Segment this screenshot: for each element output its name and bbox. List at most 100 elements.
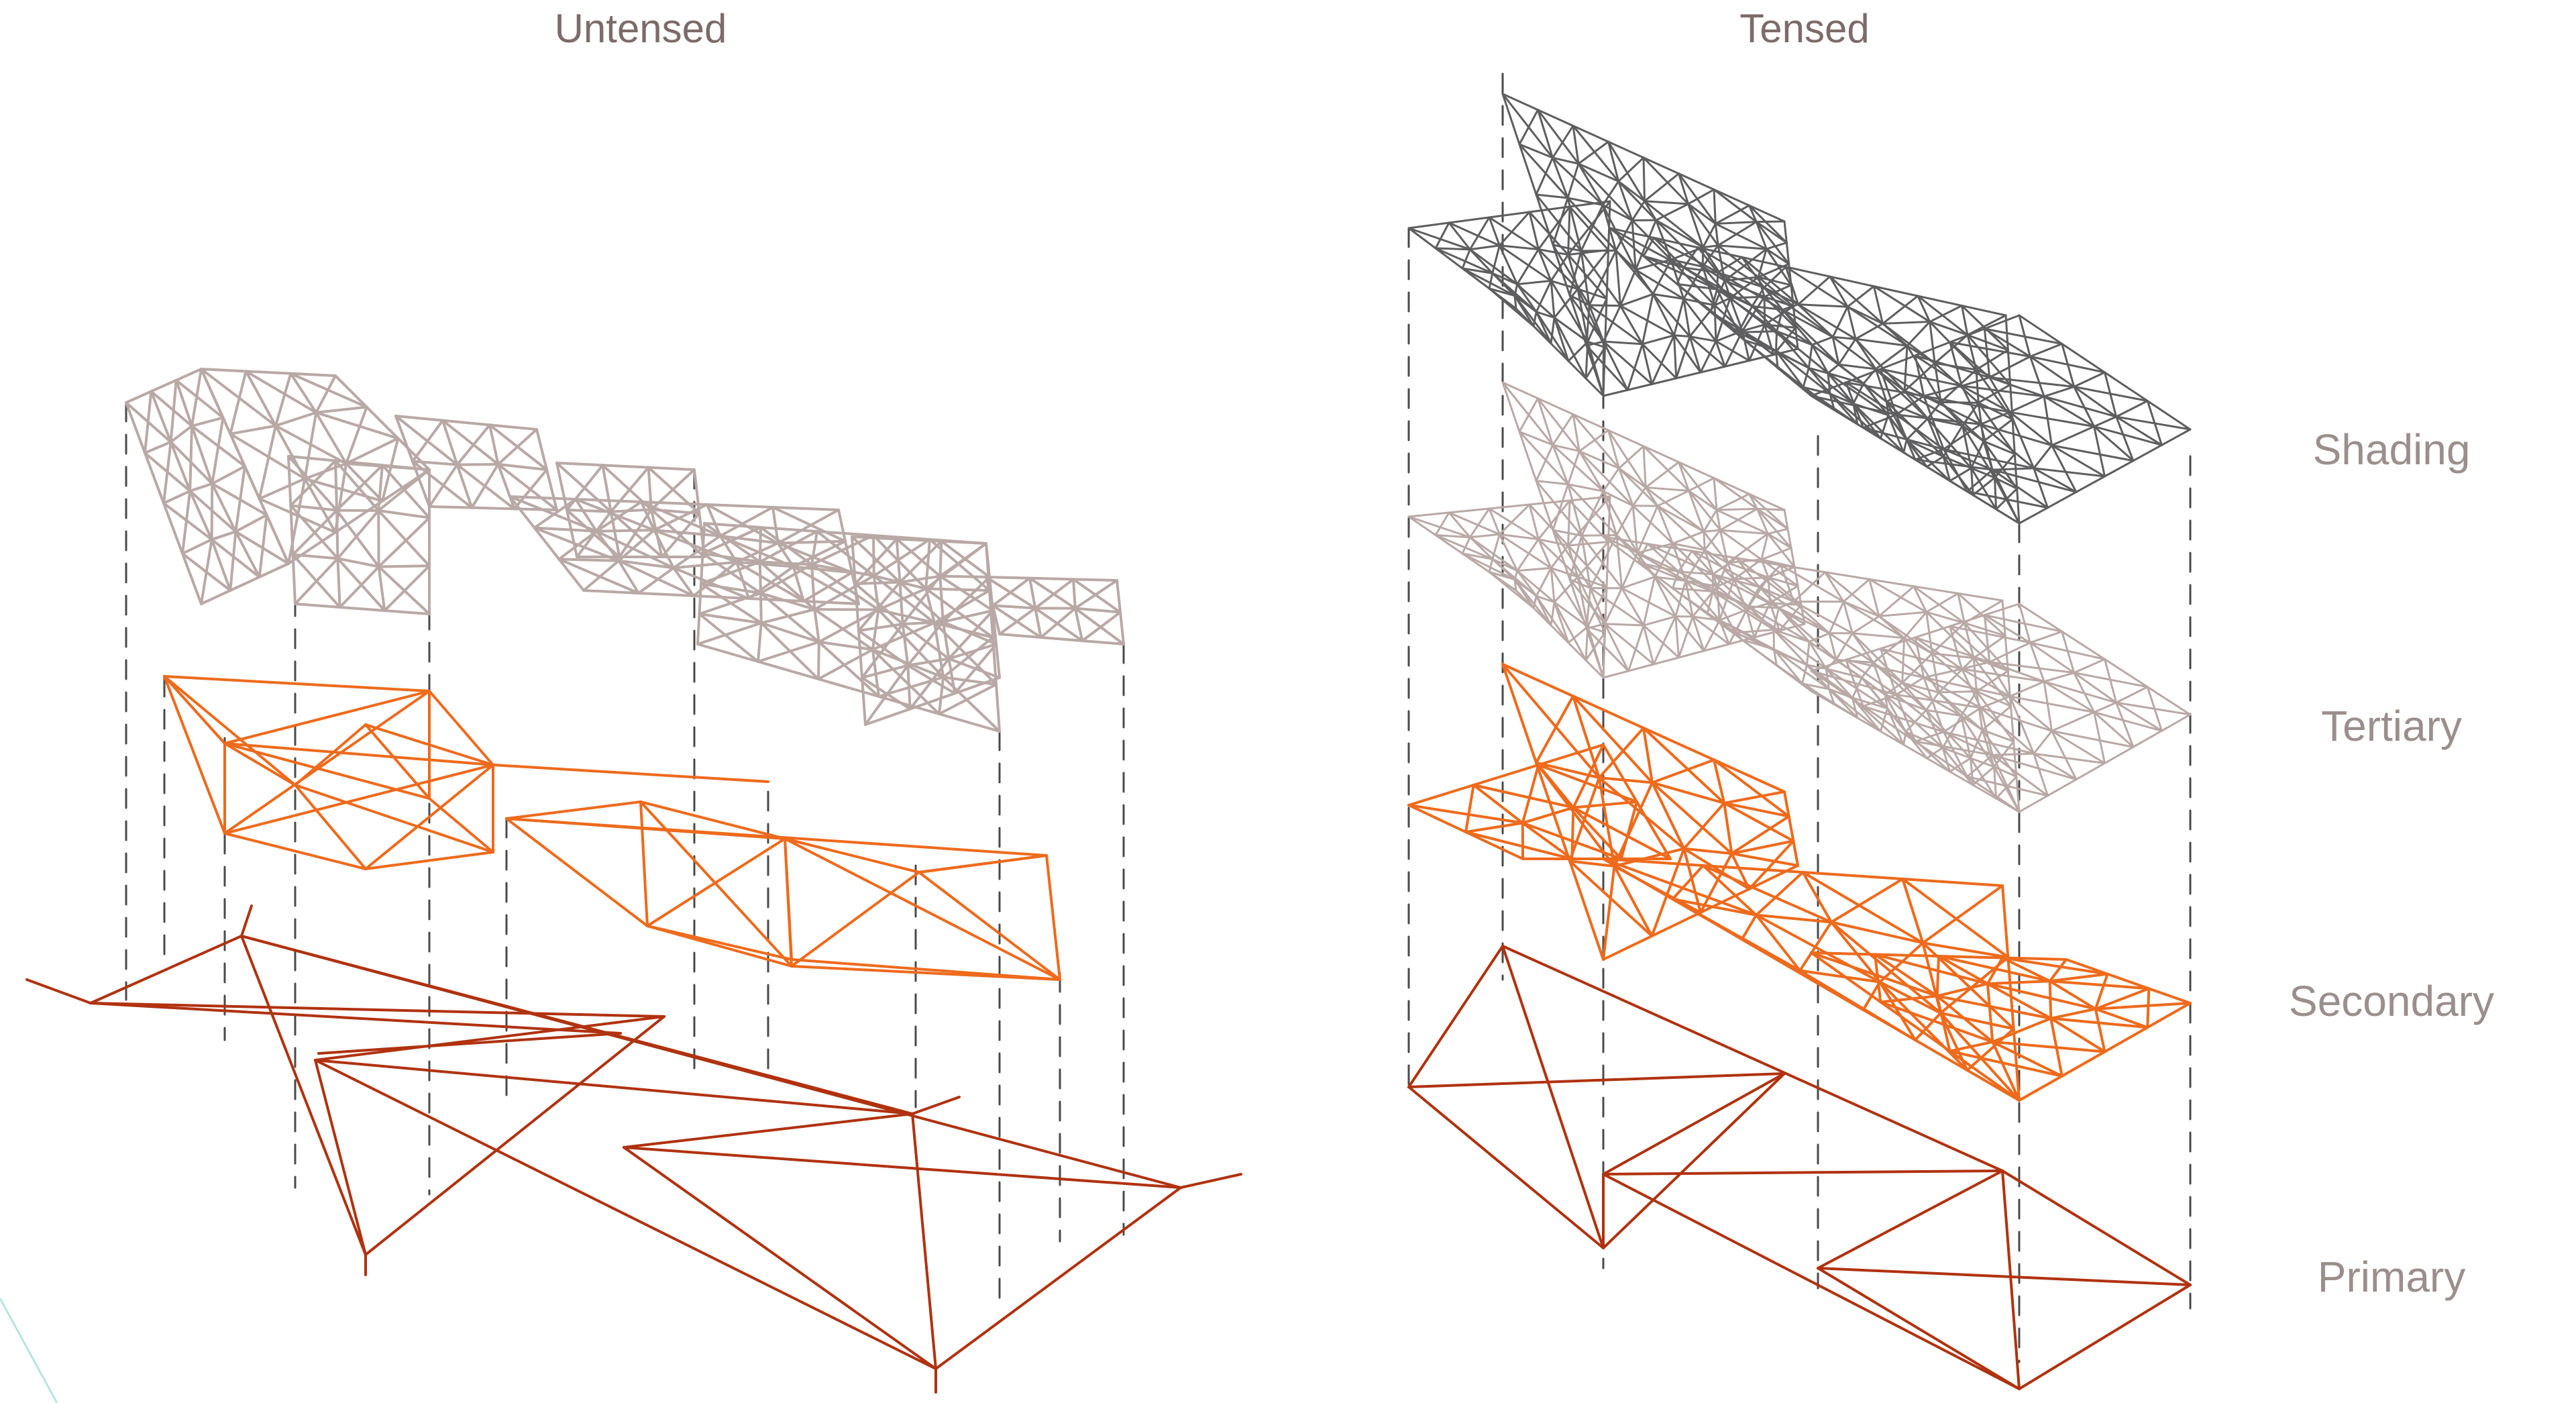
tertiary-member xyxy=(1535,594,1556,604)
shading-member xyxy=(1498,244,1552,282)
tertiary-member xyxy=(617,559,695,597)
tertiary-member xyxy=(1550,624,1570,644)
shading-member xyxy=(1882,321,1931,325)
secondary-member xyxy=(1754,913,1833,924)
primary-member xyxy=(1407,1086,1605,1249)
tertiary-member xyxy=(1991,752,2035,756)
tertiary-member xyxy=(640,501,722,537)
secondary-member xyxy=(505,817,786,840)
secondary-member xyxy=(1682,801,1726,850)
tertiary-member xyxy=(1637,543,1649,564)
secondary-member xyxy=(1801,871,1833,924)
tertiary-member xyxy=(1703,530,1729,564)
tertiary-member xyxy=(1966,754,1994,778)
shading-member xyxy=(1518,109,1539,146)
tertiary-member xyxy=(1654,542,1674,578)
shading-member xyxy=(1748,204,1786,223)
secondary-member xyxy=(790,871,920,968)
tertiary-member xyxy=(1073,607,1084,642)
tertiary-member xyxy=(757,640,820,663)
tertiary-member xyxy=(455,463,474,509)
tertiary-member xyxy=(1407,515,1437,536)
shading-member xyxy=(1535,311,1556,319)
secondary-member xyxy=(1537,764,1638,803)
tertiary-member xyxy=(696,621,763,645)
shading-member xyxy=(2029,355,2045,398)
shading-member xyxy=(1673,297,1685,337)
shading-member xyxy=(1929,321,1969,336)
secondary-member xyxy=(163,675,226,745)
tertiary-member xyxy=(1810,658,1847,672)
secondary-member xyxy=(2048,958,2068,983)
shading-member xyxy=(1983,314,2021,330)
tertiary-member xyxy=(1734,629,1775,634)
tertiary-member xyxy=(1872,661,1927,711)
shading-member xyxy=(2093,415,2118,428)
shading-member xyxy=(1807,344,1813,369)
tertiary-member xyxy=(1501,381,1521,433)
tertiary-member xyxy=(1491,533,1501,560)
secondary-member xyxy=(2094,1002,2192,1010)
tertiary-member xyxy=(1116,579,1122,614)
tertiary-member xyxy=(1537,499,1571,541)
shading-member xyxy=(2043,395,2096,428)
tertiary-member xyxy=(1605,541,1609,588)
tertiary-member xyxy=(1772,648,1830,690)
tertiary-member xyxy=(1677,550,1693,573)
tertiary-member xyxy=(335,464,384,512)
tertiary-member xyxy=(150,390,172,444)
tertiary-member xyxy=(1941,746,1972,760)
tertiary-member xyxy=(274,411,318,427)
shading-member xyxy=(1602,340,1644,346)
shading-member xyxy=(1655,219,1705,249)
shading-member xyxy=(1781,309,1834,338)
shading-member xyxy=(1617,180,1633,221)
shading-member xyxy=(1577,162,1620,183)
tertiary-member xyxy=(289,459,337,507)
tertiary-member xyxy=(759,592,820,643)
tertiary-member xyxy=(759,526,814,566)
shading-member xyxy=(1905,438,1951,482)
shading-member xyxy=(1488,216,1540,251)
shading-member xyxy=(2051,444,2106,478)
shading-member xyxy=(2018,507,2049,525)
shading-member xyxy=(1827,372,1865,385)
shading-member xyxy=(1914,458,1968,492)
tertiary-member xyxy=(555,462,568,511)
shading-member xyxy=(1568,200,1611,208)
tertiary-member xyxy=(871,608,880,652)
secondary-member xyxy=(1650,911,1702,937)
secondary-member xyxy=(1787,815,1795,843)
tertiary-member xyxy=(557,529,598,561)
primary-member xyxy=(623,1146,1182,1189)
secondary-member xyxy=(1937,955,2051,983)
tertiary-member xyxy=(696,613,701,645)
tertiary-member xyxy=(1942,731,1968,778)
shading-member xyxy=(1977,401,2014,421)
secondary-member xyxy=(163,675,226,835)
shading-member xyxy=(1797,303,1849,308)
secondary-member xyxy=(1602,935,1654,961)
title-untensed: Untensed xyxy=(554,6,727,51)
tertiary-member xyxy=(1988,661,2011,698)
tertiary-member xyxy=(274,372,292,427)
shading-member xyxy=(1983,327,2031,358)
secondary-member xyxy=(364,764,494,870)
secondary-member xyxy=(918,871,1061,981)
tertiary-member xyxy=(1642,445,1647,488)
tertiary-member xyxy=(991,604,1037,610)
shading-member xyxy=(1587,340,1605,397)
tertiary-member xyxy=(908,692,957,711)
untensed-primary-mesh xyxy=(25,904,1242,1394)
tertiary-member xyxy=(609,466,650,513)
tertiary-member xyxy=(1684,580,1721,621)
secondary-member xyxy=(2049,1017,2063,1078)
secondary-member xyxy=(1723,801,1790,818)
shading-member xyxy=(1765,242,1788,250)
tertiary-member xyxy=(2033,752,2078,781)
shading-member xyxy=(1776,330,1813,346)
tertiary-member xyxy=(1879,647,1898,696)
shading-member xyxy=(2073,371,2106,388)
shading-member xyxy=(1862,427,1945,451)
tertiary-member xyxy=(1913,585,1960,594)
